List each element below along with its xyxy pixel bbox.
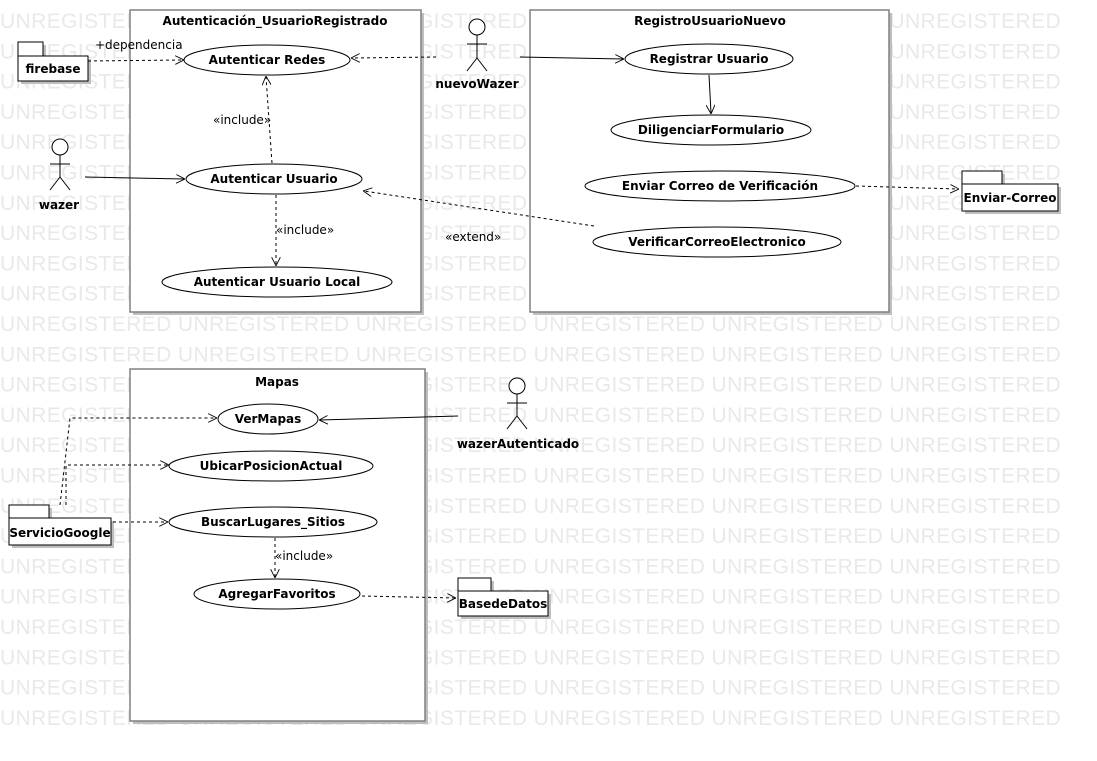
use-case-verificar-correo[interactable]: VerificarCorreoElectronico [592, 226, 842, 258]
package-folder-icon [457, 577, 551, 619]
relation-label-include: «include» [276, 223, 334, 237]
subsystem-title-mapas: Mapas [255, 375, 299, 389]
dependency-nuevowazer-redes [352, 57, 437, 58]
actor-label: wazer [39, 198, 79, 212]
actor-label: wazerAutenticado [457, 437, 579, 451]
association-registrar-diligenciar [709, 74, 711, 113]
package-base-datos[interactable]: BasedeDatos [457, 577, 551, 619]
relation-label-include: «include» [213, 113, 271, 127]
actor-stick-figure-icon [506, 377, 528, 430]
package-label: firebase [26, 62, 81, 76]
use-case-enviar-correo-verificacion[interactable]: Enviar Correo de Verificación [584, 170, 856, 202]
package-firebase[interactable]: firebase [17, 41, 91, 84]
package-label: BasedeDatos [459, 597, 547, 611]
actor-stick-figure-icon [49, 138, 71, 191]
relation-label-dependencia: +dependencia [95, 38, 183, 52]
package-folder-icon [17, 41, 91, 84]
use-case-diligenciar-formulario[interactable]: DiligenciarFormulario [610, 114, 812, 146]
use-case-autenticar-usuario[interactable]: Autenticar Usuario [185, 163, 363, 195]
package-label: Enviar-Correo [964, 191, 1057, 205]
include-usuario-redes [266, 77, 273, 164]
use-case-buscar-lugares-sitios[interactable]: BuscarLugares_Sitios [168, 506, 378, 538]
use-case-label: UbicarPosicionActual [200, 459, 343, 473]
package-label: ServicioGoogle [9, 526, 110, 540]
subsystem-title-registro: RegistroUsuarioNuevo [634, 14, 786, 28]
package-folder-icon [8, 504, 114, 548]
use-case-label: Autenticar Usuario Local [194, 275, 361, 289]
association-autenticado-vermapas [320, 416, 459, 420]
subsystem-title-autenticacion: Autenticación_UsuarioRegistrado [163, 14, 388, 29]
package-folder-icon [961, 170, 1061, 214]
extend-verificar-usuario [364, 191, 595, 227]
dependency-firebase-redes [87, 60, 183, 61]
use-case-label: VerificarCorreoElectronico [628, 235, 806, 249]
subsystem-mapas: Mapas [129, 368, 428, 724]
association-nuevowazer-registrar [519, 57, 623, 59]
package-servicio-google[interactable]: ServicioGoogle [8, 504, 114, 548]
actor-wazer-autenticado[interactable]: wazerAutenticado [457, 377, 579, 451]
actor-label: nuevoWazer [435, 77, 518, 91]
watermark-text: UNREGISTERED UNREGISTERED UNREGISTERED U… [0, 343, 1061, 366]
relation-label-include: «include» [275, 549, 333, 563]
watermark-text: UNREGISTERED UNREGISTERED UNREGISTERED U… [0, 313, 1061, 336]
association-wazer-usuario [84, 177, 184, 179]
use-case-ver-mapas[interactable]: VerMapas [217, 403, 319, 435]
actor-nuevo-wazer[interactable]: nuevoWazer [435, 18, 519, 91]
use-case-label: AgregarFavoritos [218, 587, 335, 601]
use-case-label: VerMapas [235, 412, 302, 426]
actor-stick-figure-icon [466, 18, 488, 72]
use-case-label: Autenticar Redes [209, 53, 326, 67]
relation-label-extend: «extend» [445, 230, 501, 244]
use-case-label: Enviar Correo de Verificación [622, 179, 818, 193]
use-case-label: Autenticar Usuario [210, 172, 337, 186]
use-case-agregar-favoritos[interactable]: AgregarFavoritos [193, 578, 361, 610]
use-case-ubicar-posicion-actual[interactable]: UbicarPosicionActual [168, 450, 374, 482]
package-enviar-correo[interactable]: Enviar-Correo [961, 170, 1061, 214]
subsystem-registro: RegistroUsuarioNuevo [529, 9, 892, 315]
dependency-google-ubicar [65, 465, 168, 505]
use-case-label: BuscarLugares_Sitios [201, 515, 345, 530]
use-case-label: Registrar Usuario [650, 52, 769, 66]
relationships [59, 57, 958, 598]
use-case-autenticar-usuario-local[interactable]: Autenticar Usuario Local [161, 266, 393, 298]
use-case-registrar-usuario[interactable]: Registrar Usuario [624, 43, 794, 75]
dependency-correo-package [855, 186, 958, 189]
use-case-autenticar-redes[interactable]: Autenticar Redes [183, 44, 351, 76]
use-case-label: DiligenciarFormulario [638, 123, 784, 137]
actor-wazer[interactable]: wazer [39, 138, 79, 212]
